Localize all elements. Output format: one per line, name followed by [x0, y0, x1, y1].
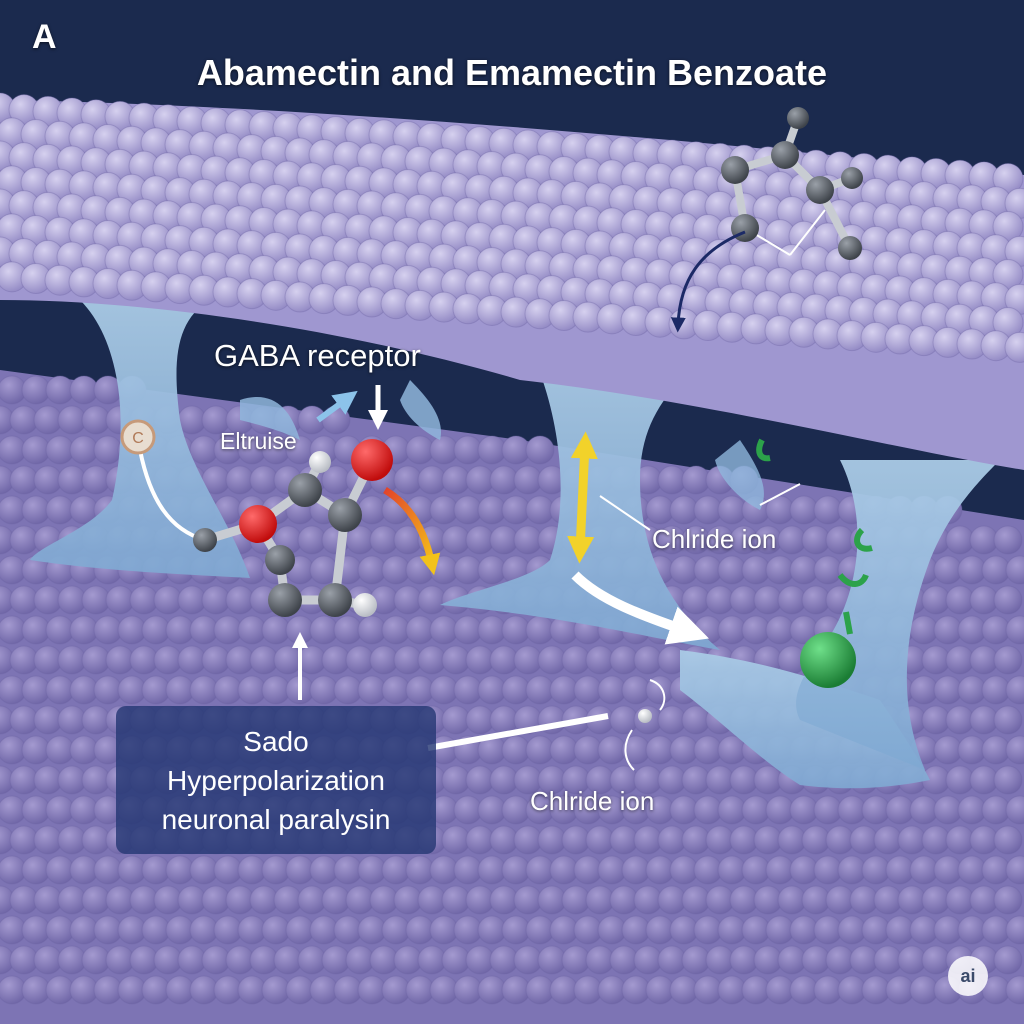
top-molecule	[670, 107, 863, 333]
chloride-flow-arrow	[571, 571, 709, 645]
ai-watermark-badge: ai	[948, 956, 988, 996]
lipid-bead	[1005, 975, 1024, 1005]
channel-right	[796, 460, 1000, 770]
figure-title: Abamectin and Emamectin Benzoate	[196, 52, 828, 93]
chloride-ion-label-lower: Chlride ion	[530, 786, 655, 816]
orange-curved-arrow	[383, 486, 441, 576]
lipid-bead	[1005, 795, 1024, 825]
info-box-line-2: Hyperpolarization	[167, 765, 385, 796]
lipid-bead	[993, 705, 1023, 735]
lipid-bead	[1005, 555, 1024, 585]
lipid-bead	[993, 945, 1023, 975]
green-fragment-3	[837, 573, 869, 587]
info-box: Sado Hyperpolarization neuronal paralysi…	[116, 706, 436, 854]
lipid-bead	[1005, 615, 1024, 645]
lipid-bead	[993, 765, 1023, 795]
chloride-ions	[624, 438, 873, 771]
c-marker-label: C	[132, 430, 144, 447]
lipid-bead	[1005, 735, 1024, 765]
lipid-bead	[993, 885, 1023, 915]
outer-leaflet-beads	[0, 92, 1024, 363]
channel-fragment-1	[240, 396, 300, 440]
info-pointer-line	[427, 713, 609, 751]
c-marker: C	[120, 419, 156, 455]
channel-fragment-3	[715, 440, 764, 510]
channel-fragment-2	[400, 380, 441, 440]
lipid-bead	[1004, 331, 1024, 363]
green-fragment-1	[756, 438, 771, 462]
green-fragment-2	[854, 527, 873, 552]
lipid-bead	[993, 525, 1023, 555]
chloride-ion-green	[800, 632, 856, 688]
lipid-bead	[1005, 855, 1024, 885]
lipid-bead	[993, 645, 1023, 675]
panel-letter: A	[32, 18, 57, 56]
eltruise-arrow	[316, 390, 358, 423]
eltruise-label: Eltruise	[220, 428, 297, 454]
chloride-ion-label-upper: Chlride ion	[652, 524, 777, 554]
arrows	[292, 385, 801, 751]
yellow-double-arrow	[567, 431, 598, 564]
gaba-receptor-label: GABA receptor	[214, 338, 421, 373]
lipid-bead	[993, 825, 1023, 855]
lipid-bead	[1005, 915, 1024, 945]
lipid-bead	[1005, 675, 1024, 705]
central-molecule	[138, 439, 393, 617]
lipid-bead	[993, 585, 1023, 615]
info-box-line-1: Sado	[243, 726, 309, 757]
info-box-line-3: neuronal paralysin	[161, 804, 391, 835]
lipid-bead	[525, 435, 555, 465]
chloride-leader-2	[759, 483, 801, 506]
chloride-leader-1	[599, 495, 651, 531]
chloride-ion-lower	[638, 709, 652, 723]
